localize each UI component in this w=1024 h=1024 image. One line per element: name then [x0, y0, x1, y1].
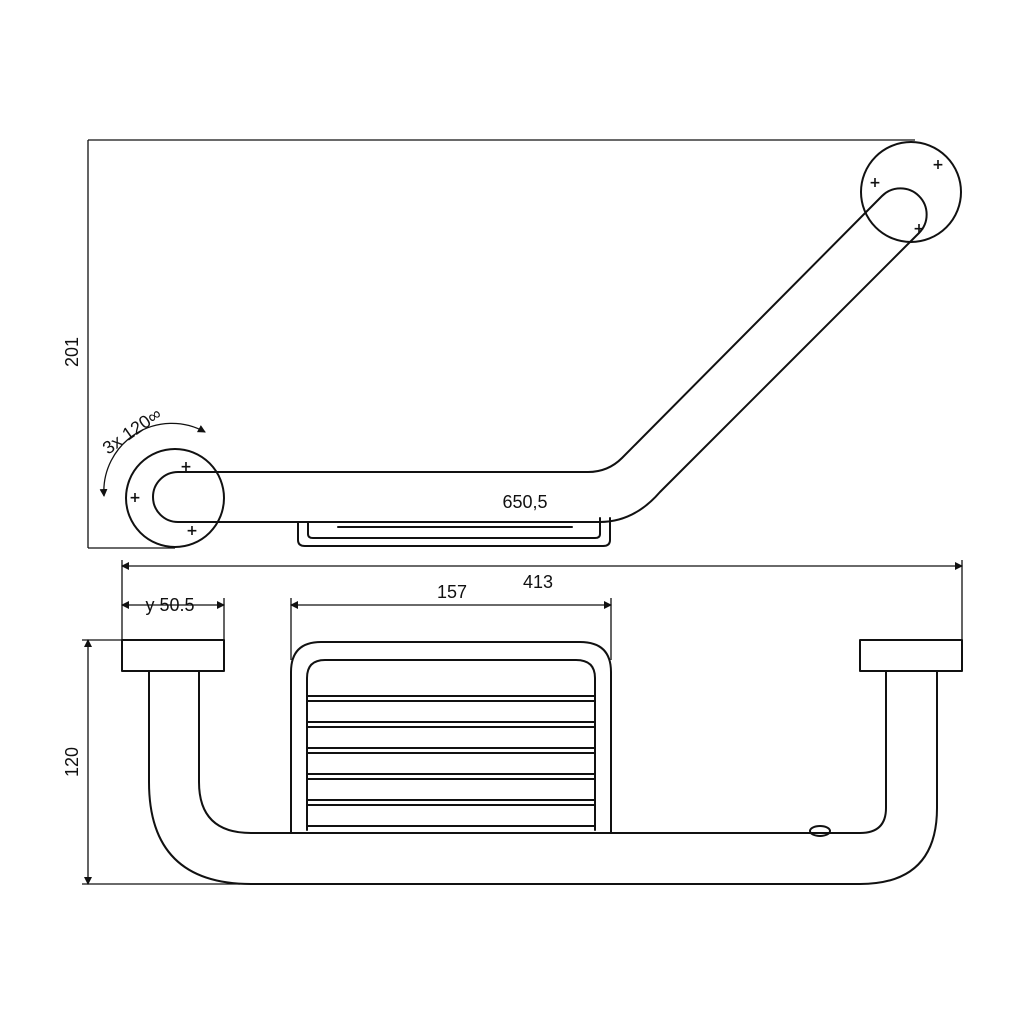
dim-label-rotation: 3x 120∞	[99, 403, 165, 458]
dim-label-length: 650,5	[502, 492, 547, 512]
right-flange-front	[859, 639, 963, 672]
grab-bar-front-outer	[148, 670, 938, 885]
screw-mark-icon: +	[869, 175, 881, 191]
set-screw-icon	[809, 825, 831, 837]
grab-bar-front-inner	[198, 670, 887, 834]
screw-mark-icon: +	[913, 221, 925, 237]
screw-mark-icon: +	[180, 459, 192, 475]
front-view: 413 157 y 50.5 120	[62, 560, 963, 885]
basket-slats	[306, 695, 596, 827]
dim-label-height-front: 120	[62, 747, 82, 777]
basket-front-inner	[306, 659, 596, 831]
screw-mark-icon: +	[129, 490, 141, 506]
basket-top-outer	[297, 517, 611, 547]
left-flange-front	[121, 639, 225, 672]
dim-label-width-total: 413	[523, 572, 553, 592]
screw-mark-icon: +	[186, 523, 198, 539]
basket-top-inner	[307, 517, 601, 539]
dim-label-flange-offset: y 50.5	[145, 595, 194, 615]
grab-bar-top-outline	[152, 187, 928, 523]
right-flange	[860, 141, 962, 243]
basket-front-outer	[290, 641, 612, 834]
dim-label-height-top: 201	[62, 337, 82, 367]
screw-mark-icon: +	[932, 157, 944, 173]
rotation-arrow-icon	[99, 422, 206, 497]
top-view: 201 650,5 3x 120∞ + + + + + +	[62, 139, 962, 549]
dim-label-basket-width: 157	[437, 582, 467, 602]
